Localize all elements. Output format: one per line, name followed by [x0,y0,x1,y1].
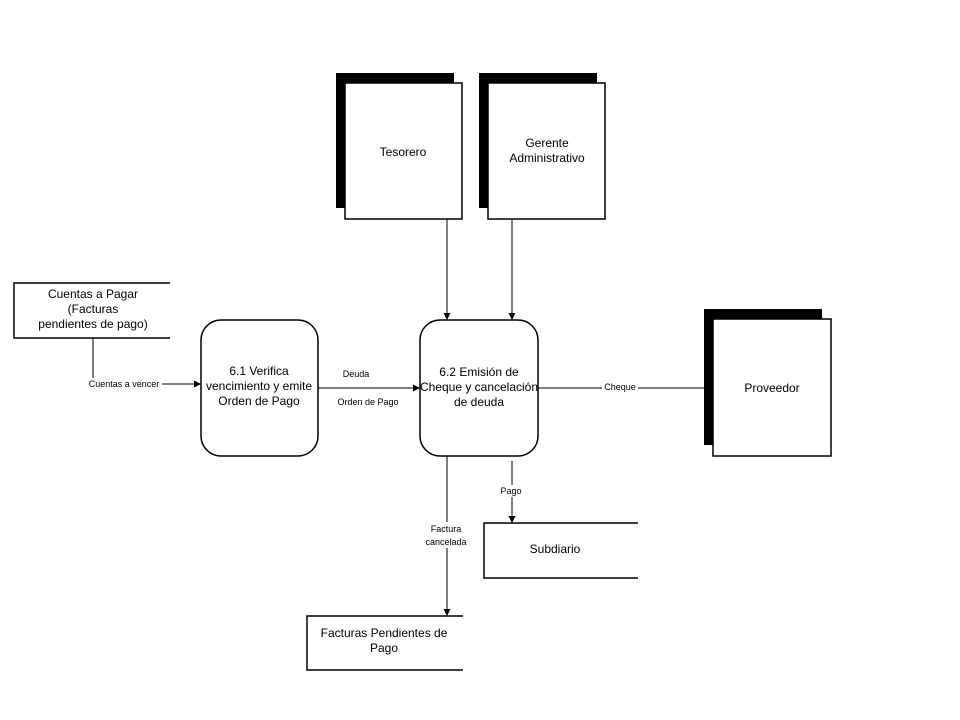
entity-gerente-label-line2: Administrativo [509,151,585,165]
store-facturas-label-line1: Facturas Pendientes de [321,626,448,640]
flow-cheque: Cheque [538,381,713,393]
entity-tesorero: Tesorero [336,73,463,220]
store-cuentas-label-line1: Cuentas a Pagar [48,287,138,301]
entity-gerente-administrativo: Gerente Administrativo [479,73,606,220]
flow-deuda-orden-de-pago: Deuda Orden de Pago [318,369,420,407]
process-6-1: 6.1 Verifica vencimiento y emite Orden d… [200,319,319,457]
process-6-2-label-line1: 6.2 Emisión de [439,365,519,379]
flow-pago-label: Pago [500,486,521,496]
flow-pago: Pago [497,461,525,523]
flow-cheque-label: Cheque [604,382,636,392]
entity-proveedor: Proveedor [704,309,832,457]
flow-factura-cancelada: Factura cancelada [421,456,471,616]
process-6-2-label-line3: de deuda [454,395,504,409]
flow-factura-cancelada-label-line1: Factura [431,524,462,534]
store-cuentas-a-pagar: Cuentas a Pagar (Facturas pendientes de … [13,282,170,339]
process-6-2: 6.2 Emisión de Cheque y cancelación de d… [419,319,539,457]
entity-gerente-label-line1: Gerente [525,136,569,150]
flow-cuentas-a-vencer: Cuentas a vencer [86,338,201,390]
process-6-1-label-line1: 6.1 Verifica [229,364,289,378]
store-cuentas-label-line3: pendientes de pago) [38,317,147,331]
store-facturas-label-line2: Pago [370,641,398,655]
store-subdiario-label: Subdiario [530,542,581,556]
store-cuentas-label-line2: (Facturas [68,302,119,316]
process-6-2-label-line2: Cheque y cancelación [420,380,538,394]
store-facturas-pendientes: Facturas Pendientes de Pago [306,615,463,671]
process-6-1-label-line2: vencimiento y emite [206,379,312,393]
flow-cuentas-a-vencer-label: Cuentas a vencer [89,379,160,389]
flow-orden-de-pago-label: Orden de Pago [337,397,398,407]
entity-proveedor-label: Proveedor [744,381,799,395]
flow-deuda-label: Deuda [343,369,370,379]
flow-factura-cancelada-label-line2: cancelada [425,537,466,547]
entity-tesorero-label: Tesorero [380,145,427,159]
store-subdiario: Subdiario [483,522,638,579]
process-6-1-label-line3: Orden de Pago [218,394,300,408]
